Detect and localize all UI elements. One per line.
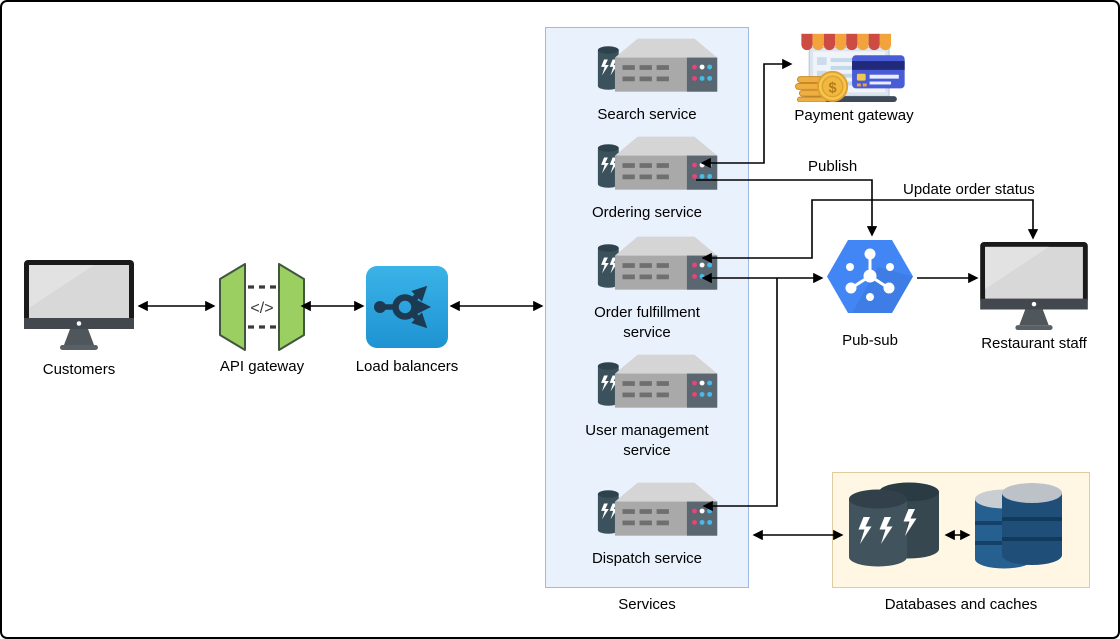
customers-label: Customers [42,361,116,378]
payment-gateway-icon: $ [795,33,905,102]
search-service-label: Search service [597,106,697,123]
server-icon [596,136,721,196]
server-icon [596,236,721,296]
code-glyph: </> [250,300,273,317]
user-management-service-label: User management service [585,422,709,459]
monitor-icon [24,260,134,350]
ordering-service-node: Ordering service [545,136,749,223]
pub-sub-icon [827,240,913,313]
server-icon [596,354,721,414]
payment-gateway-label: Payment gateway [794,107,914,124]
api-gateway-label: API gateway [219,358,305,375]
awning [801,33,892,51]
monitor-icon [980,242,1088,331]
databases-icon [975,483,1062,569]
dollar-glyph: $ [828,80,836,96]
coins: $ [795,70,849,102]
pub-sub-node: Pub-sub [826,239,914,351]
search-service-node: Search service [545,38,749,125]
order-fulfillment-service-label: Order fulfillment service [594,304,700,341]
load-balancers-label: Load balancers [355,358,459,375]
restaurant-staff-node: Restaurant staff [980,242,1088,354]
load-balancer-icon [366,266,448,348]
api-gateway-icon: </> [219,263,305,351]
update-order-status-edge-label: Update order status [903,181,1035,198]
dispatch-service-node: Dispatch service [545,482,749,569]
order-fulfillment-service-node: Order fulfillment service [545,236,749,343]
payment-gateway-node: $ Payment gateway [794,26,914,126]
server-icon [596,482,721,542]
publish-edge-label: Publish [808,158,858,175]
customers-node: Customers [24,260,134,380]
load-balancers-node: Load balancers [356,266,458,377]
ordering-service-label: Ordering service [591,204,703,221]
caches-icon [849,482,939,567]
databases-group-label: Databases and caches [884,596,1038,613]
pub-sub-label: Pub-sub [842,332,898,349]
credit-card [852,55,905,89]
dispatch-service-label: Dispatch service [591,550,703,567]
services-group-label: Services [618,596,676,613]
user-management-service-node: User management service [545,354,749,461]
server-icon [596,38,721,98]
restaurant-staff-label: Restaurant staff [981,335,1087,352]
api-gateway-node: </> API gateway [218,263,306,377]
